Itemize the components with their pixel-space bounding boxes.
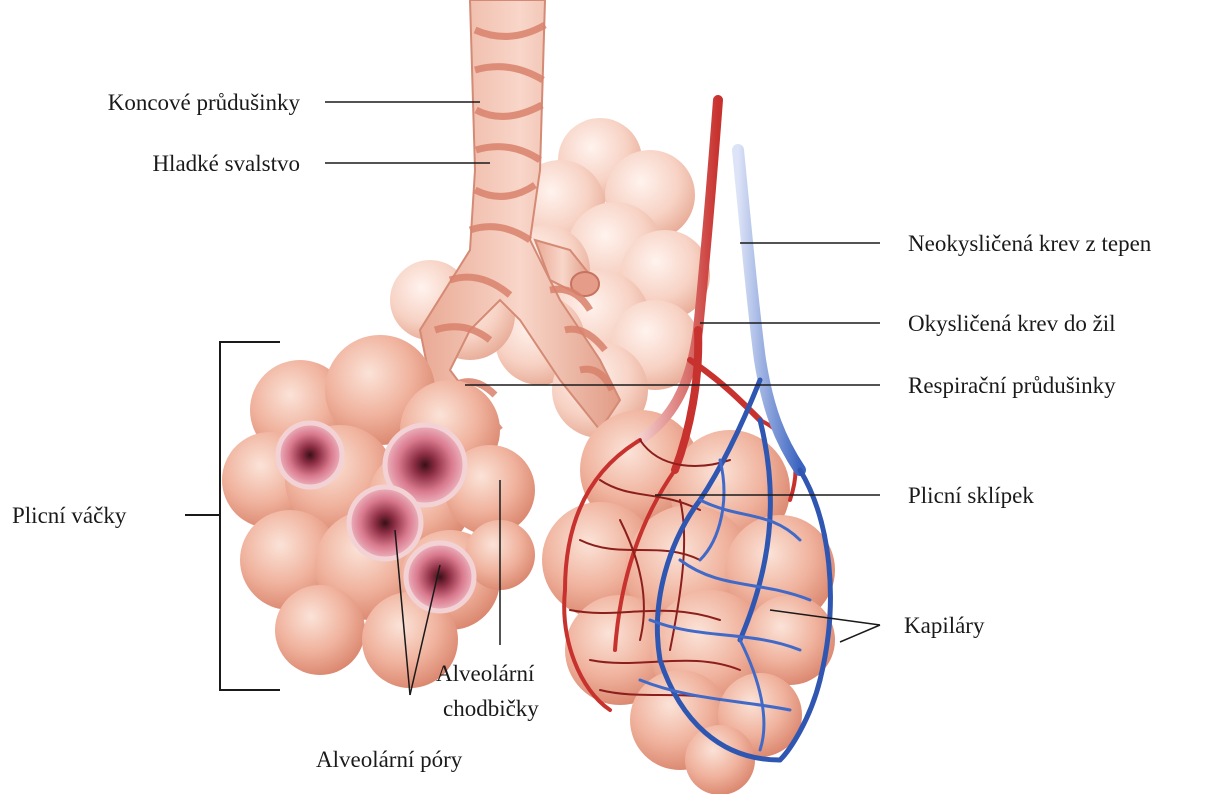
- label-alveolar-pores: Alveolární póry: [316, 747, 463, 772]
- label-oxygenated-blood: Okysličená krev do žil: [908, 311, 1116, 336]
- label-alveolar-ducts-line1: Alveolární: [436, 661, 535, 686]
- label-capillaries: Kapiláry: [904, 613, 985, 638]
- label-respiratory-bronchioles: Respirační průdušinky: [908, 373, 1116, 398]
- label-alveolar-ducts-line2: chodbičky: [443, 696, 539, 721]
- label-smooth-muscle: Hladké svalstvo: [152, 151, 300, 176]
- label-terminal-bronchioles: Koncové průdušinky: [108, 90, 301, 115]
- capillary-alveolus-cluster: [542, 410, 835, 794]
- label-alveolar-sacs: Plicní váčky: [12, 503, 127, 528]
- label-alveolus: Plicní sklípek: [908, 483, 1034, 508]
- label-deoxygenated-blood: Neokysličená krev z tepen: [908, 231, 1152, 256]
